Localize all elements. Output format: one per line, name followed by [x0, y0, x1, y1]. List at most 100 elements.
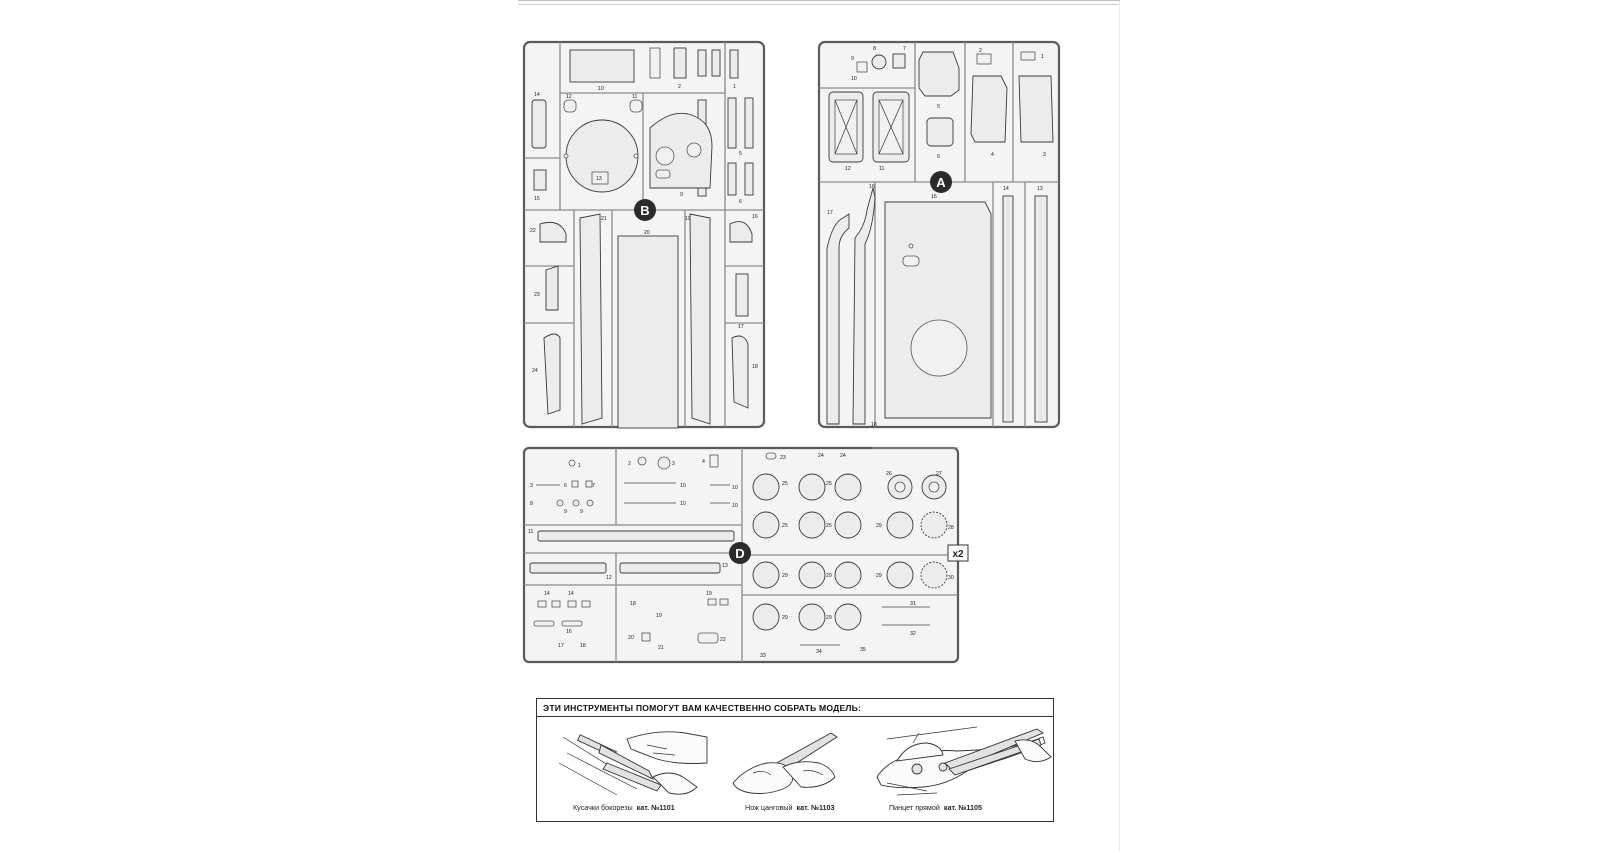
svg-text:8: 8	[530, 501, 533, 507]
svg-text:13: 13	[722, 563, 728, 569]
svg-text:10: 10	[732, 485, 738, 491]
tools-panel: ЭТИ ИНСТРУМЕНТЫ ПОМОГУТ ВАМ КАЧЕСТВЕННО …	[536, 698, 1054, 822]
svg-text:34: 34	[816, 649, 822, 655]
svg-text:13: 13	[1037, 186, 1043, 192]
tool-name-cutters: Кусачки бокорезы	[573, 803, 633, 812]
svg-text:5: 5	[739, 151, 742, 157]
svg-text:27: 27	[936, 471, 942, 477]
svg-text:3: 3	[672, 461, 675, 467]
svg-text:18: 18	[630, 601, 636, 607]
svg-text:5: 5	[937, 104, 940, 110]
svg-text:6: 6	[564, 483, 567, 489]
svg-text:28: 28	[948, 525, 954, 531]
svg-text:29: 29	[826, 573, 832, 579]
svg-text:24: 24	[532, 368, 538, 374]
svg-text:11: 11	[879, 166, 884, 172]
svg-text:12: 12	[606, 575, 612, 581]
svg-text:35: 35	[860, 647, 866, 653]
svg-text:32: 32	[910, 631, 916, 637]
svg-text:16: 16	[566, 629, 572, 635]
tools-title: ЭТИ ИНСТРУМЕНТЫ ПОМОГУТ ВАМ КАЧЕСТВЕННО …	[543, 703, 862, 713]
sprue-a: 8 7 9 10 12 11 5 6 4 2 3 1 17 16 15 14 1	[817, 40, 1061, 429]
svg-text:18: 18	[580, 643, 586, 649]
svg-text:23: 23	[780, 455, 786, 461]
svg-text:29: 29	[826, 615, 832, 621]
svg-text:11: 11	[528, 529, 533, 535]
svg-text:22: 22	[720, 637, 726, 643]
svg-text:14: 14	[544, 591, 550, 597]
svg-text:9: 9	[564, 509, 567, 515]
svg-text:10: 10	[598, 86, 604, 92]
svg-text:17: 17	[738, 324, 744, 330]
svg-text:9: 9	[680, 192, 683, 198]
svg-text:17: 17	[827, 210, 833, 216]
svg-text:29: 29	[876, 573, 882, 579]
svg-text:6: 6	[739, 199, 742, 205]
tool-name-knife: Нож цанговый	[745, 803, 793, 812]
tools-title-rule	[537, 716, 1053, 718]
svg-text:14: 14	[568, 591, 574, 597]
svg-text:33: 33	[760, 653, 766, 659]
svg-text:9: 9	[580, 509, 583, 515]
svg-text:23: 23	[534, 292, 540, 298]
svg-text:30: 30	[948, 575, 954, 581]
svg-text:7: 7	[903, 46, 906, 52]
svg-text:10: 10	[680, 483, 686, 489]
svg-text:25: 25	[826, 523, 832, 529]
page-top-rule	[518, 4, 1120, 5]
tool-cat-tweezers: кат. №1105	[943, 803, 982, 812]
svg-text:16: 16	[752, 214, 758, 220]
svg-text:12: 12	[845, 166, 851, 172]
svg-text:29: 29	[782, 615, 788, 621]
svg-text:4: 4	[991, 152, 994, 158]
svg-text:1: 1	[578, 463, 581, 469]
svg-text:10: 10	[732, 503, 738, 509]
svg-text:13: 13	[596, 176, 602, 182]
sprue-d-letter: D	[735, 546, 744, 561]
svg-text:24: 24	[818, 453, 824, 459]
svg-text:20: 20	[628, 635, 634, 641]
tool-name-tweezers: Пинцет прямой	[889, 803, 940, 812]
svg-text:25: 25	[826, 481, 832, 487]
svg-text:17: 17	[558, 643, 564, 649]
svg-text:9: 9	[851, 56, 854, 62]
svg-text:24: 24	[840, 453, 846, 459]
side-cutters-icon	[558, 731, 708, 796]
sprue-d-multiplier: x2	[952, 549, 964, 560]
sprue-a-letter: A	[936, 175, 946, 190]
svg-text:22: 22	[530, 228, 536, 234]
svg-text:26: 26	[886, 471, 892, 477]
svg-text:21: 21	[601, 216, 607, 222]
svg-text:21: 21	[658, 645, 664, 651]
svg-text:3: 3	[1043, 152, 1046, 158]
svg-text:12: 12	[566, 94, 572, 100]
svg-text:19: 19	[706, 591, 712, 597]
svg-text:19: 19	[685, 216, 691, 222]
svg-text:15: 15	[534, 196, 540, 202]
svg-text:2: 2	[979, 48, 982, 54]
tweezers-icon	[876, 726, 1052, 796]
svg-text:2: 2	[678, 84, 681, 90]
hobby-knife-icon	[732, 732, 838, 794]
svg-text:3: 3	[530, 483, 533, 489]
svg-text:1: 1	[733, 84, 736, 90]
svg-text:6: 6	[937, 154, 940, 160]
svg-text:10: 10	[680, 501, 686, 507]
svg-text:15: 15	[931, 194, 937, 200]
svg-text:20: 20	[644, 230, 650, 236]
svg-text:1: 1	[1041, 54, 1044, 60]
svg-text:29: 29	[876, 523, 882, 529]
svg-text:18: 18	[752, 364, 758, 370]
tool-cat-knife: кат. №1103	[796, 803, 835, 812]
svg-text:25: 25	[782, 481, 788, 487]
page-edge	[1119, 1, 1120, 851]
sprue-b: 10 2 1 5 6 13 9 12 11 14 15 21 20 19 22 …	[522, 40, 766, 429]
svg-text:31: 31	[910, 601, 916, 607]
svg-text:8: 8	[873, 46, 876, 52]
svg-text:19: 19	[656, 613, 662, 619]
svg-text:4: 4	[702, 459, 705, 465]
svg-text:18: 18	[871, 422, 877, 428]
